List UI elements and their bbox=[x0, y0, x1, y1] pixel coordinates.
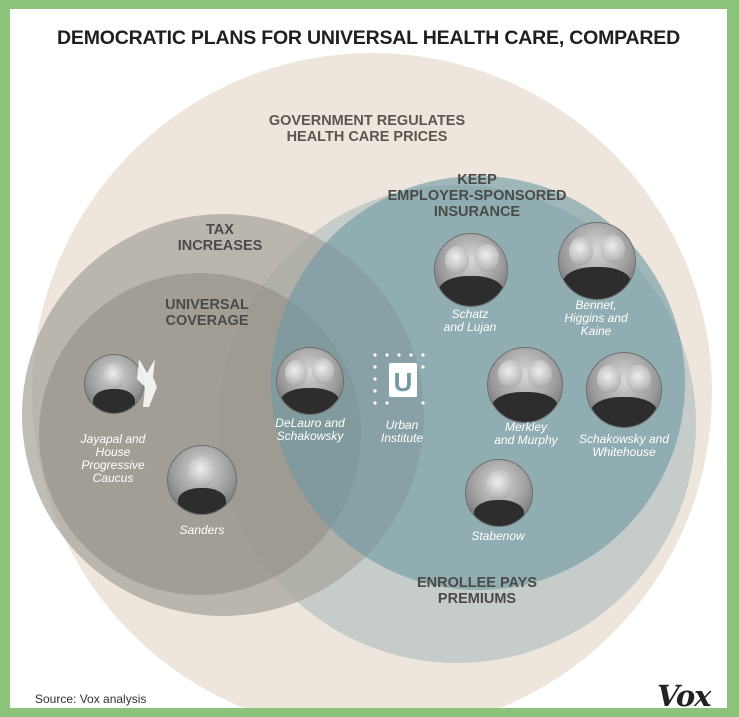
label-government-regulates: GOVERNMENT REGULATES HEALTH CARE PRICES bbox=[268, 113, 466, 145]
schakowsky-whitehouse-photo bbox=[586, 352, 662, 428]
infographic-frame: DEMOCRATIC PLANS FOR UNIVERSAL HEALTH CA… bbox=[10, 9, 727, 708]
plan-jayapal: Jayapal and House Progressive Caucus bbox=[80, 432, 146, 485]
plan-delauro: DeLauro and Schakowsky bbox=[275, 416, 345, 443]
bennet-higgins-photo bbox=[558, 222, 636, 300]
urban-institute-logo: U bbox=[373, 353, 425, 405]
merkley-murphy-photo bbox=[487, 347, 563, 423]
label-keep-employer: KEEP EMPLOYER-SPONSORED INSURANCE bbox=[387, 172, 567, 220]
plan-merkley: Merkley and Murphy bbox=[494, 420, 558, 447]
label-enrollee-pays: ENROLLEE PAYS PREMIUMS bbox=[416, 575, 538, 607]
delauro-schakowsky-photo bbox=[276, 347, 344, 415]
urban-logo-letter: U bbox=[394, 367, 413, 397]
venn-diagram bbox=[22, 53, 712, 708]
donkey-icon bbox=[137, 359, 157, 407]
vox-logo: Vox bbox=[657, 679, 711, 708]
label-tax-increases: TAX INCREASES bbox=[177, 222, 263, 254]
plan-urban-institute: Urban Institute bbox=[380, 418, 424, 445]
plan-bennet: Bennet, Higgins and Kaine bbox=[564, 298, 628, 338]
plan-schatz: Schatz and Lujan bbox=[443, 307, 497, 334]
plan-schakowsky-whitehouse: Schakowsky and Whitehouse bbox=[578, 432, 670, 459]
source-note: Source: Vox analysis bbox=[35, 692, 147, 706]
page-title: DEMOCRATIC PLANS FOR UNIVERSAL HEALTH CA… bbox=[57, 27, 680, 49]
plan-sanders: Sanders bbox=[179, 523, 225, 537]
jayapal-photo bbox=[84, 354, 144, 414]
plan-stabenow: Stabenow bbox=[471, 529, 525, 543]
schatz-lujan-photo bbox=[434, 233, 508, 307]
label-universal-coverage: UNIVERSAL COVERAGE bbox=[165, 297, 249, 329]
stabenow-photo bbox=[465, 459, 533, 527]
sanders-photo bbox=[167, 445, 237, 515]
